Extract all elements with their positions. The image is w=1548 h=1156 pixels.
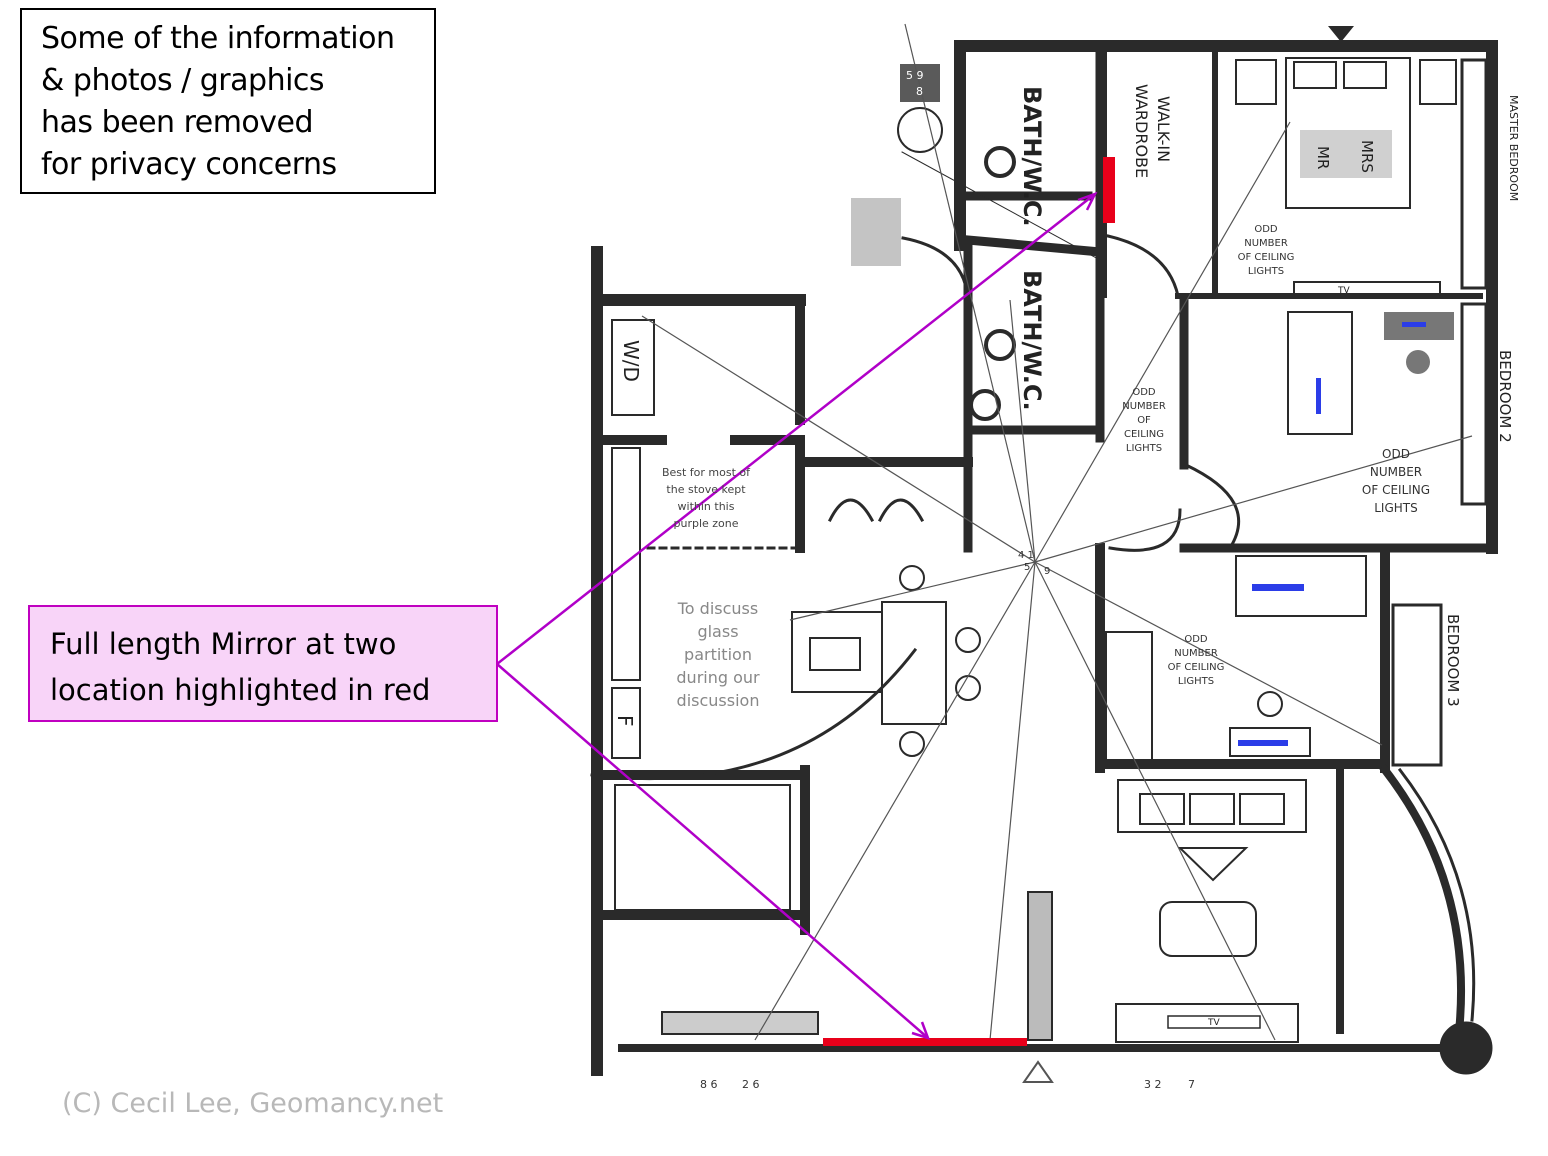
- kitchen-walls: [595, 295, 973, 935]
- svg-text:LIGHTS: LIGHTS: [1126, 443, 1162, 454]
- top-marker: 5 9 8: [906, 69, 924, 98]
- svg-text:ODD: ODD: [1382, 447, 1410, 461]
- svg-text:To discuss: To discuss: [677, 599, 758, 618]
- bath-upper-label: BATH/W.C.: [1018, 86, 1046, 227]
- wardrobe-label: WARDROBE: [1132, 84, 1151, 178]
- svg-text:the stove kept: the stove kept: [666, 483, 746, 496]
- svg-text:8: 8: [916, 85, 923, 98]
- svg-text:CEILING: CEILING: [1124, 429, 1164, 440]
- sector-lines: [641, 23, 1473, 1041]
- svg-text:discussion: discussion: [677, 691, 760, 710]
- mirror-living: [823, 1038, 1027, 1046]
- stove-note: Best for most of the stove kept within t…: [662, 466, 751, 530]
- privacy-line: Some of the information: [41, 21, 395, 56]
- svg-text:8 6: 8 6: [700, 1078, 718, 1091]
- privacy-line: & photos / graphics: [41, 63, 325, 98]
- svg-text:5 9: 5 9: [906, 69, 924, 82]
- north-marker-icon: [1328, 26, 1354, 42]
- outer-walls: [591, 40, 1498, 1076]
- svg-text:OF CEILING: OF CEILING: [1362, 483, 1430, 497]
- walk-in-label: WALK-IN: [1154, 96, 1173, 162]
- copyright: (C) Cecil Lee, Geomancy.net: [62, 1088, 444, 1119]
- glass-note: To discuss glass partition during our di…: [676, 599, 760, 710]
- svg-text:LIGHTS: LIGHTS: [1248, 266, 1284, 277]
- svg-text:partition: partition: [684, 645, 752, 664]
- mirror-callout: Full length Mirror at two location highl…: [28, 605, 498, 722]
- svg-text:9: 9: [1044, 566, 1050, 577]
- svg-text:ODD: ODD: [1184, 634, 1208, 645]
- svg-text:OF CEILING: OF CEILING: [1238, 252, 1295, 263]
- svg-text:purple zone: purple zone: [673, 517, 738, 530]
- svg-text:OF: OF: [1137, 415, 1151, 426]
- privacy-line: for privacy concerns: [41, 147, 337, 182]
- callout-line: location highlighted in red: [50, 673, 431, 707]
- master-bedroom-label: MASTER BEDROOM: [1507, 95, 1520, 201]
- svg-text:NUMBER: NUMBER: [1174, 648, 1218, 659]
- bedroom2-label: BEDROOM 2: [1496, 350, 1514, 443]
- svg-text:7: 7: [1188, 1078, 1195, 1091]
- bed-mr-label: MR: [1314, 146, 1332, 169]
- svg-text:NUMBER: NUMBER: [1122, 401, 1166, 412]
- svg-text:Best for most of: Best for most of: [662, 466, 751, 479]
- bed-mrs-label: MRS: [1358, 140, 1376, 173]
- svg-text:within this: within this: [678, 500, 735, 513]
- callout-arrows: [496, 191, 1098, 1040]
- redaction-marks: [1238, 322, 1426, 746]
- bedroom3-walls: [1095, 543, 1390, 773]
- master-tv-label: TV: [1337, 286, 1350, 296]
- wd-label: W/D: [619, 340, 643, 382]
- ceiling-notes: ODD NUMBER OF CEILING LIGHTS ODD NUMBER …: [1122, 224, 1430, 687]
- fridge-label: F: [613, 715, 637, 727]
- living-tv-label: TV: [1207, 1018, 1220, 1028]
- svg-text:NUMBER: NUMBER: [1370, 465, 1422, 479]
- svg-text:OF CEILING: OF CEILING: [1168, 662, 1225, 673]
- svg-text:ODD: ODD: [1132, 387, 1156, 398]
- svg-text:ODD: ODD: [1254, 224, 1278, 235]
- door-marker-icon: [1022, 1060, 1054, 1083]
- svg-text:2 6: 2 6: [742, 1078, 760, 1091]
- svg-text:4 1: 4 1: [1018, 550, 1034, 561]
- svg-text:glass: glass: [697, 622, 738, 641]
- svg-text:3 2: 3 2: [1144, 1078, 1162, 1091]
- privacy-notice: Some of the information & photos / graph…: [20, 8, 436, 194]
- svg-text:NUMBER: NUMBER: [1244, 238, 1288, 249]
- mirror-wardrobe: [1103, 157, 1115, 223]
- svg-text:5: 5: [1024, 562, 1030, 573]
- bedroom3-label: BEDROOM 3: [1444, 614, 1462, 707]
- privacy-line: has been removed: [41, 105, 314, 140]
- bottom-right-marker: 3 2 7: [1144, 1078, 1195, 1091]
- bath-lower-label: BATH/W.C.: [1018, 270, 1046, 411]
- callout-line: Full length Mirror at two: [50, 627, 397, 661]
- bottom-left-marker: 8 6 2 6: [700, 1078, 760, 1091]
- center-marker: 4 1 5 9: [1018, 550, 1050, 577]
- svg-text:during our: during our: [676, 668, 760, 687]
- bedroom2-walls: [1179, 295, 1497, 553]
- svg-text:LIGHTS: LIGHTS: [1178, 676, 1214, 687]
- svg-text:LIGHTS: LIGHTS: [1374, 501, 1418, 515]
